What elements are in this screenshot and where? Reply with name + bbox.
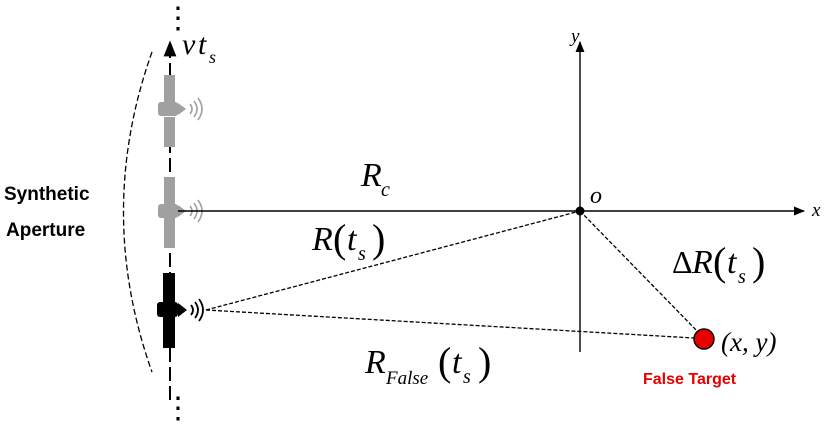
range-line-r xyxy=(205,210,581,311)
svg-text:Δ: Δ xyxy=(672,244,693,280)
delta-range-line xyxy=(579,210,701,335)
svg-text:): ) xyxy=(478,339,491,384)
svg-text:t: t xyxy=(347,221,358,258)
label-r-false-ts: R False ( t s ) xyxy=(364,339,491,389)
svg-text:): ) xyxy=(752,239,765,284)
svg-text:s: s xyxy=(463,366,471,388)
svg-text:(: ( xyxy=(438,339,451,384)
svg-text:c: c xyxy=(381,179,390,201)
axis-y-label: y xyxy=(569,26,580,47)
svg-text:(: ( xyxy=(713,239,726,284)
label-r-ts: R ( t s ) xyxy=(311,216,385,265)
satellite-active xyxy=(157,273,204,348)
svg-text:): ) xyxy=(372,216,385,261)
svg-text:R: R xyxy=(360,157,382,194)
velocity-label: v t s xyxy=(182,28,216,67)
aperture-label-line2: Aperture xyxy=(6,220,85,241)
svg-text:v: v xyxy=(182,28,196,61)
svg-text:s: s xyxy=(358,243,366,265)
bottom-ellipsis: ⋮ xyxy=(163,392,193,425)
false-target-point xyxy=(693,328,715,350)
top-ellipsis: ⋮ xyxy=(163,2,193,35)
svg-text:False: False xyxy=(385,368,428,389)
svg-text:(: ( xyxy=(333,216,346,261)
svg-text:s: s xyxy=(209,47,216,67)
svg-text:t: t xyxy=(452,344,463,381)
target-coordinate-label: (x, y) xyxy=(721,327,776,357)
svg-text:R: R xyxy=(364,344,386,381)
svg-text:t: t xyxy=(198,28,207,61)
svg-text:R: R xyxy=(691,244,713,281)
svg-text:s: s xyxy=(738,266,746,288)
axis-x-label: x xyxy=(811,200,821,221)
range-line-false xyxy=(205,309,695,339)
origin-label: o xyxy=(590,183,602,209)
svg-text:R: R xyxy=(311,221,333,258)
false-target-label: False Target xyxy=(643,371,737,388)
satellite-ghost-top xyxy=(158,75,203,147)
label-rc: R c xyxy=(360,157,390,201)
satellite-ghost-middle xyxy=(158,177,203,248)
aperture-arc xyxy=(122,51,153,373)
aperture-label-line1: Synthetic xyxy=(4,184,90,205)
label-delta-r-ts: Δ R ( t s ) xyxy=(672,239,765,288)
svg-text:t: t xyxy=(727,244,738,281)
